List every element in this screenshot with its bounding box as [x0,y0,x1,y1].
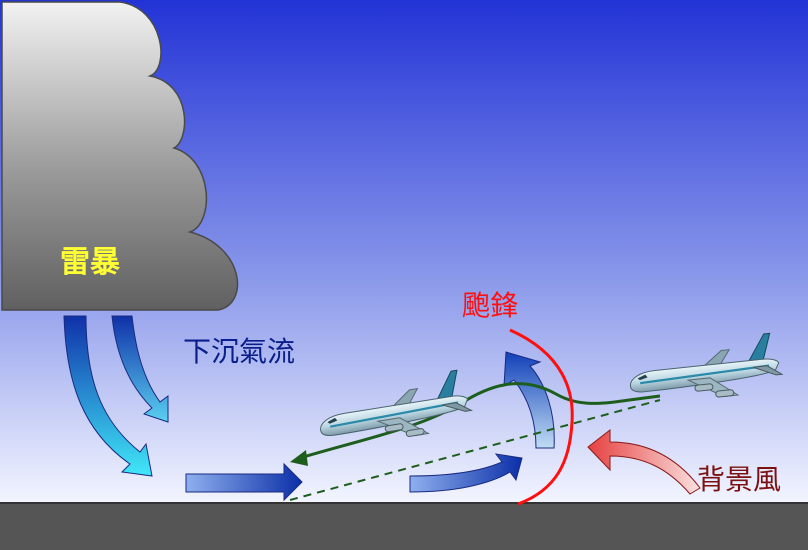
intended-glide-path [289,399,661,501]
updraft-arrow [503,351,555,449]
ground [0,503,808,550]
outflow-arrow-right [409,453,523,493]
outflow-arrow-left [185,462,303,502]
thunderstorm-label: 雷暴 [60,245,120,280]
downdraft-label: 下沉氣流 [183,335,296,368]
actual-flight-path [299,382,661,460]
background-wind-arrow [587,428,701,495]
downdraft-arrow-inner [111,315,169,423]
downdraft-arrow-outer [63,315,153,477]
gust-front-line [509,328,574,506]
flight-path-arrowhead [290,450,308,466]
background-wind-label: 背景風 [697,463,782,496]
gust-front-label: 颮鋒 [462,289,519,322]
thunderstorm-cloud [1,1,239,311]
